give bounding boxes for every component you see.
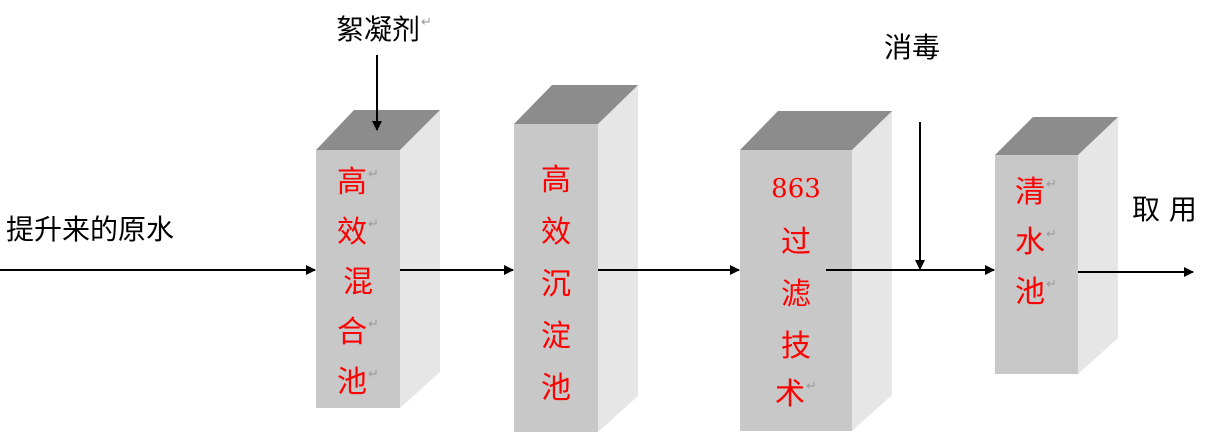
filtration-front — [740, 150, 852, 431]
return-mark-icon: ↵ — [806, 379, 817, 394]
sedimentation-tank-char: 淀 — [541, 319, 571, 354]
clear-water-tank-front — [995, 155, 1078, 374]
mixing-tank-char: 合 — [337, 315, 368, 350]
filtration-char: 滤 — [781, 277, 811, 312]
return-mark-icon: ↵ — [368, 217, 379, 232]
return-mark-icon: ↵ — [1046, 177, 1057, 192]
sedimentation-tank-char: 效 — [541, 215, 571, 250]
sedimentation-tank-label: 高 效 沉 淀 池 — [520, 166, 592, 406]
filtration-char: 过 — [781, 225, 811, 260]
output-label: 取 用 — [1132, 193, 1197, 226]
sedimentation-tank-side — [598, 85, 638, 432]
clear-water-tank-char: 清 — [1015, 175, 1046, 210]
clear-water-tank-side — [1078, 117, 1118, 374]
coagulant-label: 絮凝剂↵ — [336, 16, 432, 44]
filtration-char: 863 — [771, 174, 821, 204]
mixing-tank-char: 池 — [337, 365, 368, 400]
coagulant-text: 絮凝剂 — [336, 13, 421, 46]
return-mark-icon: ↵ — [368, 317, 379, 332]
return-mark-icon: ↵ — [1046, 277, 1057, 292]
clear-water-tank-top — [995, 117, 1118, 155]
mixing-tank-side — [400, 110, 440, 408]
sedimentation-tank-box — [514, 85, 638, 432]
mixing-tank-front — [316, 150, 400, 408]
mixing-tank-label: 高↵ 效↵ 混 合↵ 池↵ — [322, 168, 394, 404]
return-mark-icon: ↵ — [368, 167, 379, 182]
clear-water-tank-box — [995, 117, 1118, 374]
filtration-top — [740, 111, 892, 150]
input-label: 提升来的原水 — [6, 213, 175, 246]
mixing-tank-char: 高 — [337, 165, 368, 200]
mixing-tank-box — [316, 110, 440, 408]
disinfection-label: 消毒 — [884, 31, 941, 64]
clear-water-tank-label: 清↵ 水↵ 池↵ — [1000, 178, 1072, 318]
sedimentation-tank-top — [514, 85, 638, 124]
clear-water-tank-char: 水 — [1015, 225, 1046, 260]
sedimentation-tank-front — [514, 124, 598, 432]
return-mark-icon: ↵ — [368, 367, 379, 382]
filtration-char: 技 — [781, 329, 811, 364]
sedimentation-tank-char: 沉 — [541, 267, 571, 302]
mixing-tank-char: 混 — [343, 265, 373, 300]
sedimentation-tank-char: 池 — [541, 371, 571, 406]
mixing-tank-char: 效 — [337, 215, 368, 250]
filtration-label: 863 过 滤 技 术↵ — [746, 176, 846, 412]
return-mark-icon: ↵ — [1046, 227, 1057, 242]
return-mark-icon: ↵ — [421, 15, 432, 30]
sedimentation-tank-char: 高 — [541, 163, 571, 198]
filtration-char: 术 — [775, 377, 806, 412]
clear-water-tank-char: 池 — [1015, 275, 1046, 310]
